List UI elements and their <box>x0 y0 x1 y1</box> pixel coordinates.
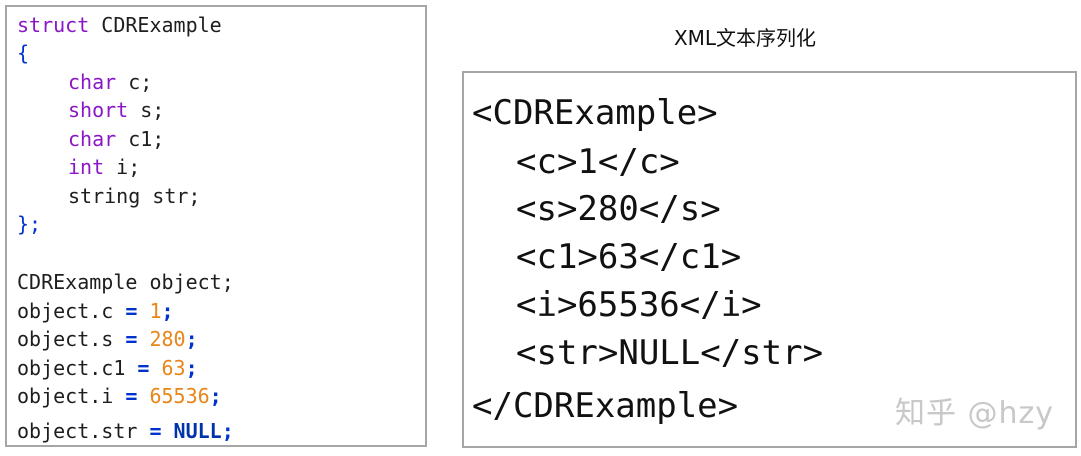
close-brace: }; <box>17 212 42 236</box>
field-line-str: string str; <box>68 182 200 210</box>
assignment-operator: = <box>125 356 162 380</box>
xml-element-line: <c1>63</c1> <box>516 237 742 277</box>
assignment-line-s: object.s = 280; <box>17 325 198 353</box>
assignment-line-i: object.i = 65536; <box>17 382 222 410</box>
struct-keyword: struct <box>17 13 90 37</box>
field-line-c1: char c1; <box>68 125 164 153</box>
field-name: c1; <box>116 127 165 151</box>
assignment-lhs: object.str <box>17 419 138 443</box>
object-declaration: CDRExample object; <box>17 270 234 294</box>
field-type: char <box>68 127 117 151</box>
struct-name: CDRExample <box>89 13 222 37</box>
semicolon: ; <box>209 384 222 408</box>
assignment-value: 63 <box>161 356 186 380</box>
assignment-value: 1 <box>149 299 162 323</box>
field-name: i; <box>104 155 141 179</box>
semicolon: ; <box>221 419 234 443</box>
field-name: string str; <box>68 184 201 208</box>
field-type: short <box>68 98 129 122</box>
semicolon: ; <box>185 327 198 351</box>
assignment-operator: = <box>137 419 174 443</box>
assignment-lhs: object.c1 <box>17 356 126 380</box>
open-brace: { <box>17 41 30 65</box>
assignment-lhs: object.i <box>17 384 114 408</box>
xml-root-close-line: </CDRExample> <box>472 386 739 426</box>
open-brace-line: { <box>17 39 29 67</box>
xml-element-line: <s>280</s> <box>516 189 721 229</box>
field-line-i: int i; <box>68 153 140 181</box>
field-type: int <box>68 155 105 179</box>
assignment-lhs: object.s <box>17 327 114 351</box>
field-line-c: char c; <box>68 68 152 96</box>
xml-panel-title: XML文本序列化 <box>673 26 817 50</box>
code-panel: struct CDRExample { char c; short s; cha… <box>5 5 427 447</box>
xml-panel: <CDRExample> <c>1</c> <s>280</s> <c1>63<… <box>462 71 1077 448</box>
xml-element-line: <c>1</c> <box>516 142 680 182</box>
watermark: 知乎 @hzy <box>895 396 1055 431</box>
assignment-line-c: object.c = 1; <box>17 297 174 325</box>
xml-element-line: <i>65536</i> <box>516 285 762 325</box>
object-declaration-line: CDRExample object; <box>17 268 234 296</box>
assignment-value: 65536 <box>149 384 210 408</box>
field-name: s; <box>128 98 165 122</box>
close-brace-line: }; <box>17 210 41 238</box>
struct-declaration-line: struct CDRExample <box>17 11 222 39</box>
assignment-line-c1: object.c1 = 63; <box>17 354 198 382</box>
field-line-s: short s; <box>68 96 164 124</box>
field-name: c; <box>116 70 153 94</box>
assignment-line-str: object.str = NULL; <box>17 417 234 445</box>
semicolon: ; <box>185 356 198 380</box>
assignment-operator: = <box>113 327 150 351</box>
field-type: char <box>68 70 117 94</box>
xml-root-open-line: <CDRExample> <box>472 93 718 133</box>
assignment-operator: = <box>113 299 150 323</box>
assignment-value: 280 <box>149 327 186 351</box>
assignment-operator: = <box>113 384 150 408</box>
semicolon: ; <box>161 299 174 323</box>
assignment-lhs: object.c <box>17 299 114 323</box>
assignment-value: NULL <box>173 419 222 443</box>
xml-element-line: <str>NULL</str> <box>516 333 824 373</box>
